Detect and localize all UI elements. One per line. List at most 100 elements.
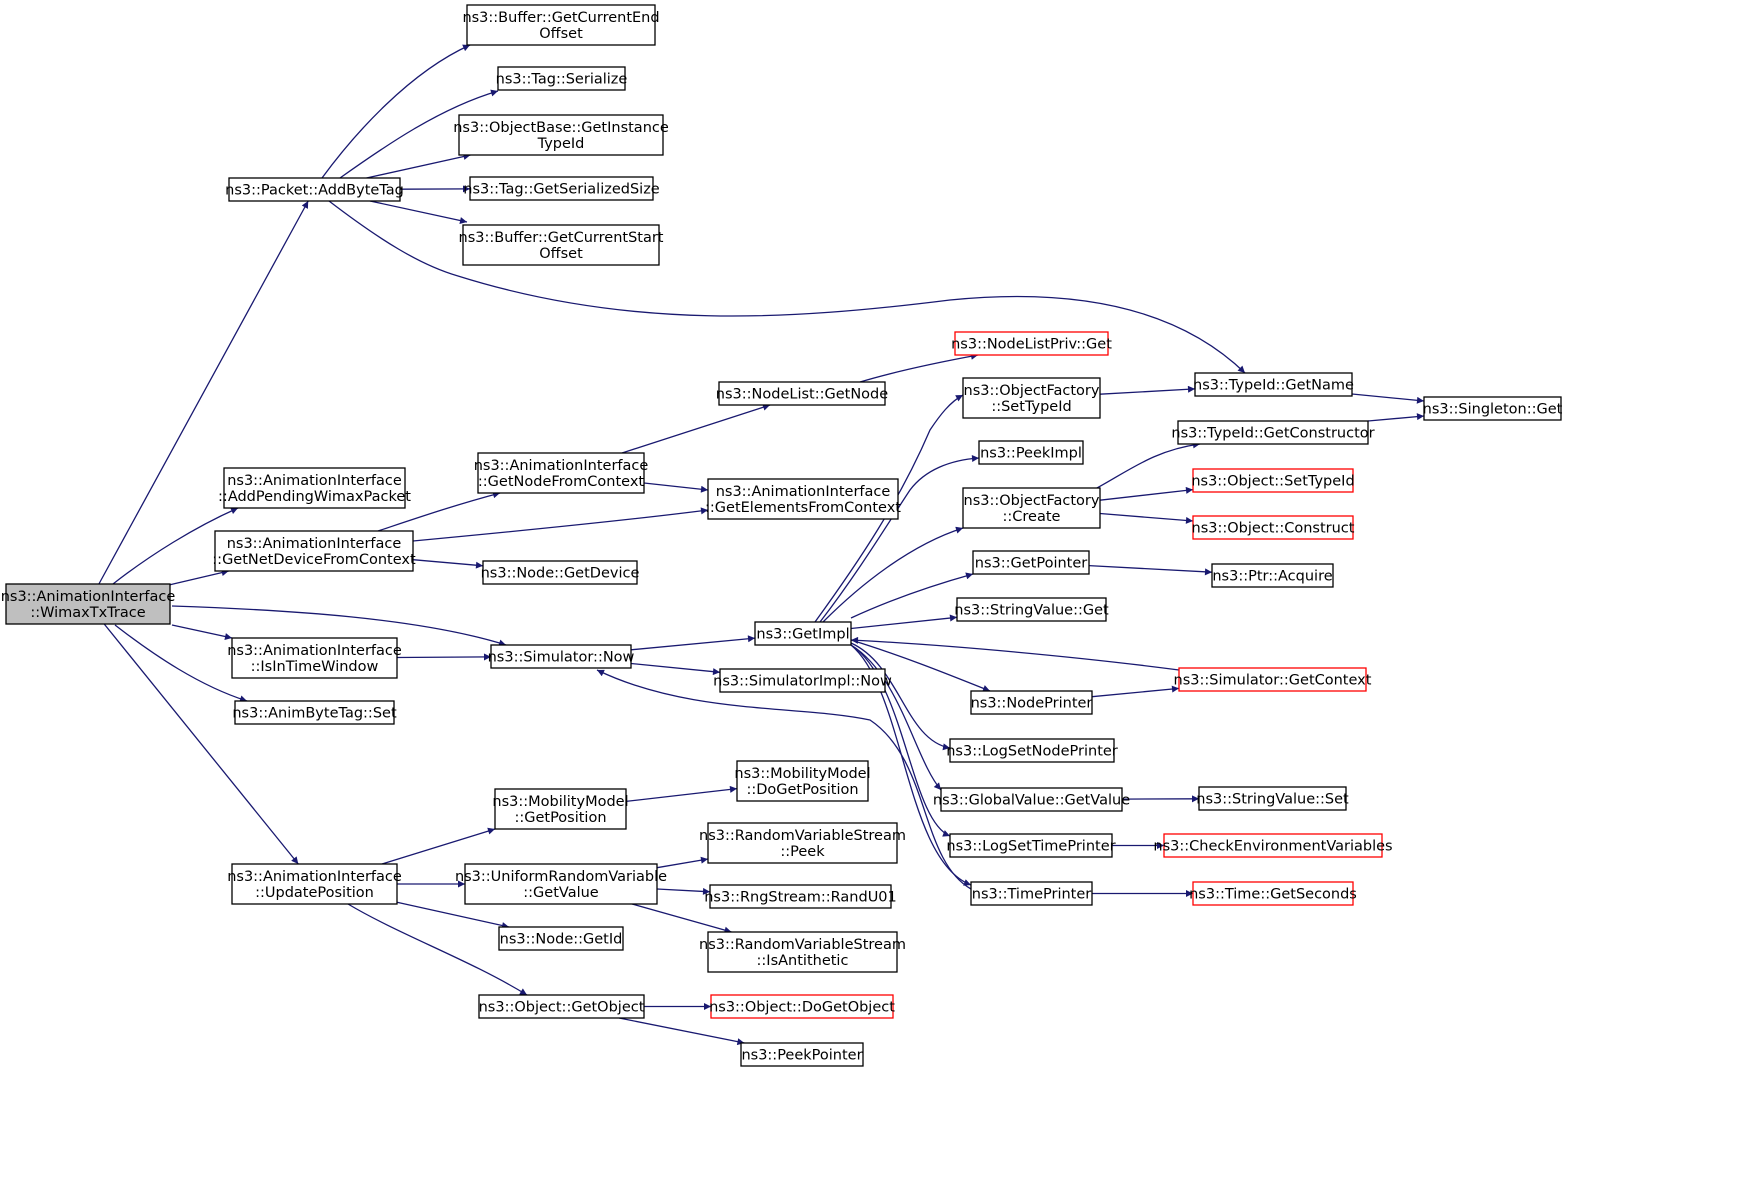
node-getnetdev[interactable]: ns3::AnimationInterface::GetNetDeviceFro… — [212, 530, 416, 572]
node-getelems[interactable]: ns3::AnimationInterface::GetElementsFrom… — [705, 478, 901, 520]
node-randu01[interactable]: ns3::RngStream::RandU01 — [704, 884, 897, 909]
node-logsettime[interactable]: ns3::LogSetTimePrinter — [946, 833, 1116, 858]
node-label: ::AddPendingWimaxPacket — [218, 489, 411, 505]
node-label: ns3::LogSetNodePrinter — [946, 744, 1118, 760]
edge-ofcreate-to-objsettype — [1099, 486, 1194, 501]
node-label: ns3::TypeId::GetConstructor — [1171, 426, 1374, 442]
node-box — [962, 487, 1101, 529]
node-ofsettype[interactable]: ns3::ObjectFactory::SetTypeId — [962, 377, 1101, 419]
node-box — [949, 738, 1115, 763]
node-checkenv[interactable]: ns3::CheckEnvironmentVariables — [1153, 833, 1393, 858]
node-simgetctx[interactable]: ns3::Simulator::GetContext — [1174, 667, 1372, 692]
node-box — [228, 177, 401, 202]
node-peekimpl[interactable]: ns3::PeekImpl — [978, 440, 1084, 465]
edge-line — [630, 662, 721, 676]
node-typeidctor[interactable]: ns3::TypeId::GetConstructor — [1171, 420, 1375, 445]
node-tagser[interactable]: ns3::Tag::Serialize — [496, 66, 628, 91]
node-box — [223, 467, 406, 509]
node-label: ::Create — [1003, 509, 1061, 525]
node-label: ::GetPosition — [514, 810, 606, 826]
node-singleton[interactable]: ns3::Singleton::Get — [1423, 396, 1563, 421]
node-box — [740, 1042, 864, 1067]
node-objgetobj[interactable]: ns3::Object::GetObject — [478, 994, 645, 1019]
node-root[interactable]: ns3::AnimationInterface::WimaxTxTrace — [1, 583, 176, 625]
edge-line — [819, 454, 980, 623]
node-nodeprinter[interactable]: ns3::NodePrinter — [970, 690, 1093, 715]
node-mobgetpos[interactable]: ns3::MobilityModel::GetPosition — [492, 788, 629, 830]
node-box — [497, 66, 626, 91]
node-label: ns3::Tag::GetSerializedSize — [463, 182, 660, 198]
edge-getimpl-to-peekimpl — [819, 454, 980, 623]
node-box — [707, 931, 898, 973]
node-mobdoget[interactable]: ns3::MobilityModel::DoGetPosition — [734, 760, 871, 802]
node-label: ns3::StringValue::Set — [1196, 792, 1349, 808]
node-box — [962, 377, 1101, 419]
node-isintime[interactable]: ns3::AnimationInterface::IsInTimeWindow — [227, 637, 402, 679]
node-strvalset[interactable]: ns3::StringValue::Set — [1196, 786, 1349, 811]
node-gvgetvalue[interactable]: ns3::GlobalValue::GetValue — [933, 787, 1130, 812]
node-label: ns3::Node::GetId — [500, 932, 623, 948]
node-label: ns3::Object::DoGetObject — [709, 1000, 895, 1016]
node-timegetsec[interactable]: ns3::Time::GetSeconds — [1189, 881, 1357, 906]
node-getimpl[interactable]: ns3::GetImpl — [754, 621, 852, 646]
node-simimplnow[interactable]: ns3::SimulatorImpl::Now — [713, 668, 892, 693]
edge-isintime-to-simnow — [396, 653, 492, 661]
node-nodelistget[interactable]: ns3::NodeList::GetNode — [716, 381, 888, 406]
node-getnodefc[interactable]: ns3::AnimationInterface::GetNodeFromCont… — [474, 452, 649, 494]
node-nodegetid[interactable]: ns3::Node::GetId — [498, 926, 624, 951]
node-objdoget[interactable]: ns3::Object::DoGetObject — [709, 994, 895, 1019]
node-peekptr[interactable]: ns3::PeekPointer — [740, 1042, 864, 1067]
edge-line — [822, 526, 964, 623]
node-addbytetag[interactable]: ns3::Packet::AddByteTag — [225, 177, 404, 202]
node-box — [970, 690, 1093, 715]
node-rvsanti[interactable]: ns3::RandomVariableStream::IsAntithetic — [699, 931, 906, 973]
node-ptracquire[interactable]: ns3::Ptr::Acquire — [1211, 563, 1334, 588]
node-timeprinter[interactable]: ns3::TimePrinter — [970, 881, 1093, 906]
edge-line — [169, 569, 229, 586]
node-box — [1211, 563, 1334, 588]
node-updatepos[interactable]: ns3::AnimationInterface::UpdatePosition — [227, 863, 402, 905]
edge-line — [1367, 413, 1425, 422]
node-label: ns3::GetPointer — [975, 556, 1088, 572]
edge-line — [1099, 512, 1194, 524]
edge-line — [1088, 564, 1213, 576]
edge-line — [625, 785, 738, 803]
node-box — [458, 114, 664, 156]
node-box — [719, 668, 886, 693]
edge-getpointer-to-ptracquire — [1088, 564, 1213, 576]
node-label: ns3::Tag::Serialize — [496, 72, 628, 88]
node-tagsize[interactable]: ns3::Tag::GetSerializedSize — [463, 176, 660, 201]
edge-line — [171, 624, 233, 640]
node-label: ::GetElementsFromContext — [705, 500, 901, 516]
edge-line — [630, 635, 756, 651]
node-unifget[interactable]: ns3::UniformRandomVariable::GetValue — [455, 863, 667, 905]
edge-updatepos-to-mobgetpos — [381, 827, 496, 865]
node-getpointer[interactable]: ns3::GetPointer — [972, 550, 1090, 575]
node-label: ns3::RandomVariableStream — [699, 937, 906, 953]
node-box — [494, 788, 627, 830]
node-addpending[interactable]: ns3::AnimationInterface::AddPendingWimax… — [218, 467, 411, 509]
edge-line — [850, 614, 958, 630]
node-rvspeek[interactable]: ns3::RandomVariableStream::Peek — [699, 822, 906, 864]
node-label: ns3::Buffer::GetCurrentStart — [459, 230, 664, 246]
edge-line — [621, 403, 771, 454]
node-animset[interactable]: ns3::AnimByteTag::Set — [232, 700, 397, 725]
node-nodegetdev[interactable]: ns3::Node::GetDevice — [481, 560, 640, 585]
node-logsetnode[interactable]: ns3::LogSetNodePrinter — [946, 738, 1118, 763]
edge-line — [850, 644, 942, 791]
node-simnow[interactable]: ns3::Simulator::Now — [488, 644, 635, 669]
node-objconstruct[interactable]: ns3::Object::Construct — [1192, 515, 1355, 540]
node-label: ns3::GlobalValue::GetValue — [933, 793, 1130, 809]
node-objsettype[interactable]: ns3::Object::SetTypeId — [1191, 468, 1355, 493]
node-label: ::WimaxTxTrace — [30, 605, 145, 621]
node-ofcreate[interactable]: ns3::ObjectFactory::Create — [962, 487, 1101, 529]
node-label: ns3::AnimationInterface — [1, 589, 176, 605]
node-typeidname[interactable]: ns3::TypeId::GetName — [1193, 372, 1354, 397]
node-nodelistpriv[interactable]: ns3::NodeListPriv::Get — [951, 331, 1112, 356]
node-box — [214, 530, 414, 572]
node-label: ns3::PeekImpl — [980, 446, 1082, 462]
node-strvalget[interactable]: ns3::StringValue::Get — [954, 597, 1109, 622]
